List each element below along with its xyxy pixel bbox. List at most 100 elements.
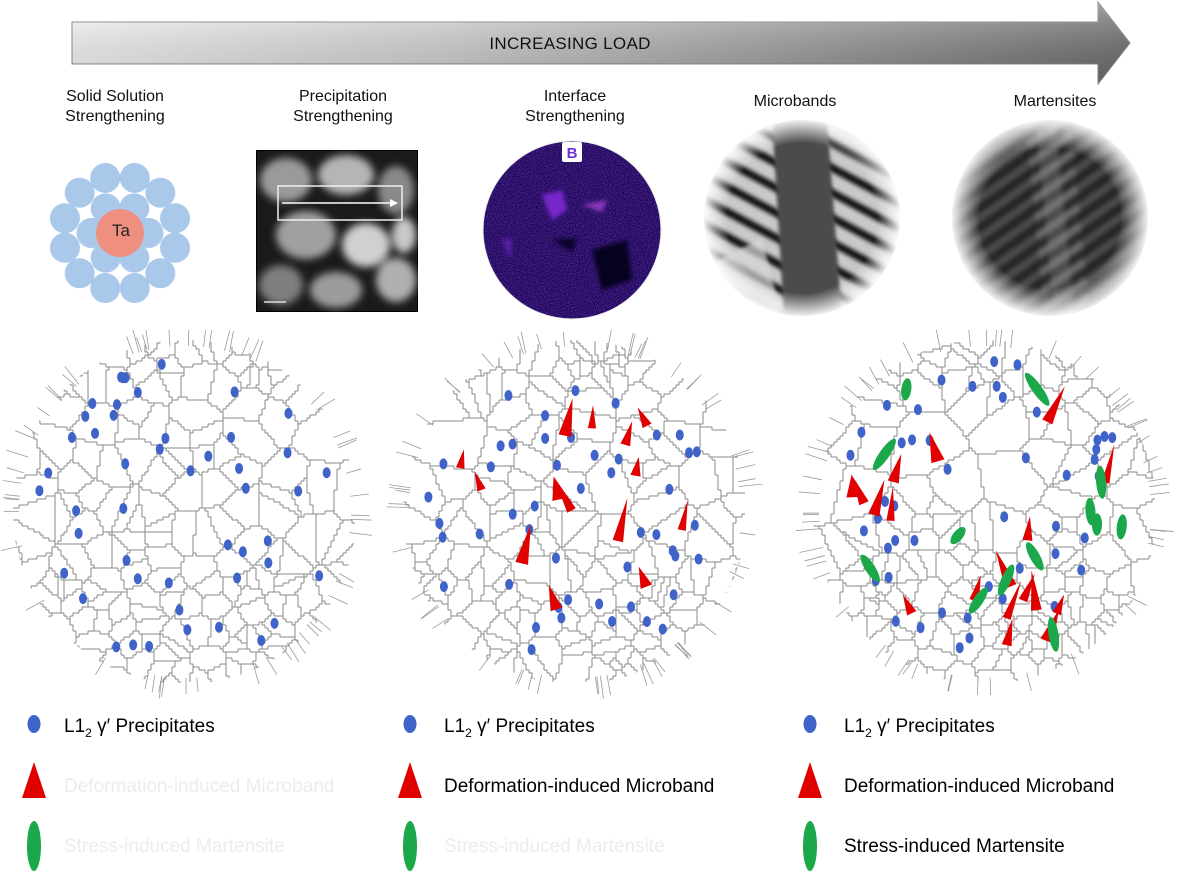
grain-rim-spike — [392, 546, 413, 553]
precipitate — [642, 616, 651, 628]
grain-rim-spike — [350, 518, 372, 521]
legend-1-precipitate-icon — [27, 715, 41, 733]
martensite — [1025, 542, 1044, 571]
precipitate — [576, 482, 585, 494]
precipitate — [1108, 432, 1117, 444]
precipitate — [88, 397, 97, 409]
grain-rim-spike — [840, 396, 857, 408]
grain-rim-spike — [536, 333, 542, 350]
martensite — [968, 587, 988, 614]
interface-eds-map: B — [482, 140, 662, 320]
precipitate — [60, 567, 69, 579]
grain-rim-spike — [1136, 435, 1150, 445]
precipitate — [968, 380, 977, 392]
precipitate — [614, 453, 623, 465]
precipitate — [992, 380, 1001, 392]
precipitate — [439, 458, 448, 470]
grain-rim-spike — [478, 654, 492, 671]
grain-rim-spike — [813, 572, 831, 580]
precipitate — [913, 404, 922, 416]
precipitate — [505, 578, 514, 590]
grain-rim-spike — [168, 330, 171, 347]
precipitate — [990, 356, 999, 368]
grain-rim-spike — [880, 359, 890, 377]
grain-rim-spike — [2, 480, 22, 484]
precipitate — [204, 450, 213, 462]
grain-rim-spike — [1143, 456, 1158, 464]
grain-rim-spike — [421, 604, 438, 619]
grain-map-3 — [795, 330, 1174, 695]
precipitate — [1100, 431, 1109, 443]
grain-rim-spike — [801, 520, 820, 523]
grain-rim-spike — [396, 451, 419, 458]
grain-rim-spike — [1126, 418, 1147, 427]
martensites-tem-image — [950, 118, 1150, 318]
grain-rim-spike — [731, 449, 750, 457]
grain-rim-spike — [835, 606, 849, 618]
grain-rim-spike — [1069, 355, 1082, 370]
grain-rim-spike — [1084, 366, 1099, 380]
precipitate — [215, 621, 224, 633]
precipitate — [1013, 359, 1022, 371]
grain-rim-spike — [310, 391, 325, 405]
microband — [558, 398, 573, 438]
grain-rim-spike — [315, 398, 336, 411]
precipitate — [1051, 520, 1060, 532]
solvent-atom — [49, 203, 80, 234]
solvent-atom — [145, 177, 176, 208]
grain-rim-spike — [293, 636, 307, 655]
grain-rim-spike — [1070, 653, 1080, 675]
precipitate — [164, 577, 173, 589]
martensite — [1047, 617, 1060, 652]
grain-rim-spike — [844, 385, 863, 402]
precipitate — [884, 571, 893, 583]
precipitate — [658, 623, 667, 635]
solute-atom — [96, 209, 144, 257]
grain-rim-spike — [968, 330, 971, 347]
precipitate — [1090, 454, 1099, 466]
precipitate — [882, 399, 891, 411]
legend-2-martensite-icon — [403, 821, 417, 871]
microband — [1022, 516, 1033, 541]
martensite — [1085, 497, 1096, 526]
microband — [868, 479, 885, 517]
grain-rim-spike — [1149, 536, 1165, 541]
grain-rim-spike — [629, 333, 636, 356]
grain-rim-spike — [670, 362, 682, 378]
precipitate — [897, 437, 906, 449]
grain-rim-spike — [627, 332, 634, 355]
grain-rim-spike — [1123, 602, 1137, 615]
grain-rim-spike — [1147, 542, 1164, 548]
precipitate — [880, 495, 889, 507]
legend-1-precipitate-label: L12 γ′ Precipitates — [64, 716, 215, 740]
microband — [852, 476, 869, 506]
grain-rim-spike — [349, 532, 373, 536]
precipitate — [186, 465, 195, 477]
grain-rim-spike — [37, 407, 50, 417]
precipitate — [1032, 406, 1041, 418]
grain-rim-spike — [416, 413, 434, 426]
grain-rim-spike — [388, 503, 410, 505]
microband — [1042, 386, 1065, 425]
grain-rim-spike — [738, 483, 763, 487]
precipitate — [121, 372, 130, 384]
precipitate — [611, 397, 620, 409]
grain-rim-spike — [861, 379, 873, 391]
precipitate — [665, 483, 674, 495]
precipitate — [1015, 562, 1024, 574]
martensite — [860, 554, 880, 582]
microband — [620, 421, 633, 447]
precipitate — [636, 526, 645, 538]
grain-rim-spike — [265, 656, 278, 675]
precipitate — [35, 485, 44, 497]
precipitate — [235, 462, 244, 474]
grain-rim-spike — [639, 664, 648, 686]
solvent-atom — [90, 162, 121, 193]
precipitate — [183, 624, 192, 636]
precipitate — [1092, 443, 1101, 455]
precipitate — [475, 528, 484, 540]
grain-rim-spike — [976, 677, 979, 695]
precipitate — [908, 434, 917, 446]
